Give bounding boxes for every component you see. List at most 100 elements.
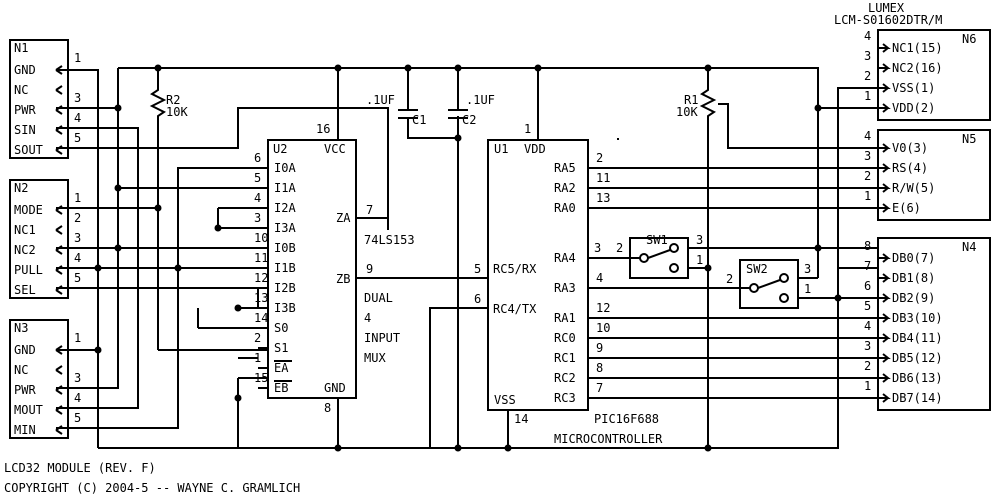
u2-vcc: VCC (324, 142, 346, 156)
u1-desc: MICROCONTROLLER (554, 432, 663, 446)
arrow-icon (878, 63, 891, 73)
sw2-pin-1: 1 (804, 282, 811, 296)
u1-pin-label: RC1 (554, 351, 576, 365)
n4-pin: 3 (864, 339, 871, 353)
u1-pin-label: RA1 (554, 311, 576, 325)
r1-value: 10K (676, 105, 698, 119)
arrow-icon (878, 293, 891, 303)
u1-pin-number: 13 (596, 191, 610, 205)
c1-ref: C1 (412, 113, 426, 127)
arrow-icon (878, 253, 891, 263)
u2-pin-number: 5 (254, 171, 261, 185)
u1-pin-label: RC0 (554, 331, 576, 345)
u2-pin-label: I1A (274, 181, 296, 195)
c2-ref: C2 (462, 113, 476, 127)
connector-n1 (9, 39, 69, 159)
u1-pin-number: 7 (596, 381, 603, 395)
n2-pin: 3 (74, 231, 81, 245)
connector-n5 (877, 129, 991, 221)
u2-pin-label: S0 (274, 321, 288, 335)
n3-pin: 1 (74, 331, 81, 345)
n1-pin: 4 (74, 111, 81, 125)
n3-label: NC (14, 363, 28, 377)
u1-pin-number: 9 (596, 341, 603, 355)
u2-pin-label: I0B (274, 241, 296, 255)
u2-pin-number: 2 (254, 331, 261, 345)
n2-pin: 1 (74, 191, 81, 205)
arrow-icon (55, 225, 63, 235)
connector-n3 (9, 319, 69, 439)
sw1-pin-1: 1 (696, 253, 703, 267)
arrow-icon (878, 83, 891, 93)
lumex-label-2: LCM-S01602DTR/M (834, 13, 942, 27)
u1-pin-number: 12 (596, 301, 610, 315)
arrow-icon (878, 333, 891, 343)
n1-label: SIN (14, 123, 36, 137)
n5-label: R/W(5) (892, 181, 935, 195)
u1-pin-label: RC2 (554, 371, 576, 385)
r2-value: 10K (166, 105, 188, 119)
n4-pin: 7 (864, 259, 871, 273)
connector-n6 (877, 29, 991, 121)
sw1-ref: SW1 (646, 233, 668, 247)
n6-label: VDD(2) (892, 101, 935, 115)
n4-label: DB7(14) (892, 391, 943, 405)
n4-label: DB2(9) (892, 291, 935, 305)
arrow-icon (878, 143, 891, 153)
sw1-contact (639, 253, 649, 263)
sw1-contact (669, 243, 679, 253)
n6-pin: 3 (864, 49, 871, 63)
n4-pin: 2 (864, 359, 871, 373)
n2-pin: 4 (74, 251, 81, 265)
n1-label: GND (14, 63, 36, 77)
n1-pin: 5 (74, 131, 81, 145)
u1-pin-number: 11 (596, 171, 610, 185)
u1-rc5-pin: 5 (474, 262, 481, 276)
n2-label: SEL (14, 283, 36, 297)
n2-label: PULL (14, 263, 43, 277)
u2-pin-label: EB (274, 381, 288, 395)
u2-desc-2: 4 (364, 311, 371, 325)
n5-label: RS(4) (892, 161, 928, 175)
n6-label: VSS(1) (892, 81, 935, 95)
sw1-pin-3: 3 (696, 233, 703, 247)
n4-pin: 8 (864, 239, 871, 253)
n1-label: SOUT (14, 143, 43, 157)
u2-ref: U2 (273, 142, 287, 156)
u2-pin-label: I2B (274, 281, 296, 295)
sw1-contact (669, 263, 679, 273)
sw2-ref: SW2 (746, 262, 768, 276)
u2-desc-3: INPUT (364, 331, 400, 345)
u1-part: PIC16F688 (594, 412, 659, 426)
u2-pin-number: 3 (254, 211, 261, 225)
n6-label: NC2(16) (892, 61, 943, 75)
connector-n2 (9, 179, 69, 299)
n1-pin: 1 (74, 51, 81, 65)
u2-pin-number: 10 (254, 231, 268, 245)
u2-pin-number: 6 (254, 151, 261, 165)
n3-label: MIN (14, 423, 36, 437)
n2-label: NC1 (14, 223, 36, 237)
active-low-bar (274, 360, 292, 382)
u2-pin-number: 4 (254, 191, 261, 205)
u2-desc-4: MUX (364, 351, 386, 365)
n1-label: PWR (14, 103, 36, 117)
u2-part: 74LS153 (364, 233, 415, 247)
u1-vdd-pin: 1 (524, 122, 531, 136)
n2-label: MODE (14, 203, 43, 217)
u2-pin-label: I1B (274, 261, 296, 275)
u2-pin-label: I0A (274, 161, 296, 175)
connector-n4 (877, 237, 991, 411)
n3-ref: N3 (14, 321, 28, 335)
junctions (94, 64, 842, 452)
n1-ref: N1 (14, 41, 28, 55)
u1-pin-label: RA0 (554, 201, 576, 215)
u2-pin-number: 14 (254, 311, 268, 325)
r1-ref: R1 (684, 93, 698, 107)
n4-ref: N4 (962, 240, 976, 254)
n6-ref: N6 (962, 32, 976, 46)
u1-pin-label: RA2 (554, 181, 576, 195)
n5-label: E(6) (892, 201, 921, 215)
copyright: COPYRIGHT (C) 2004-5 -- WAYNE C. GRAMLIC… (4, 481, 300, 495)
